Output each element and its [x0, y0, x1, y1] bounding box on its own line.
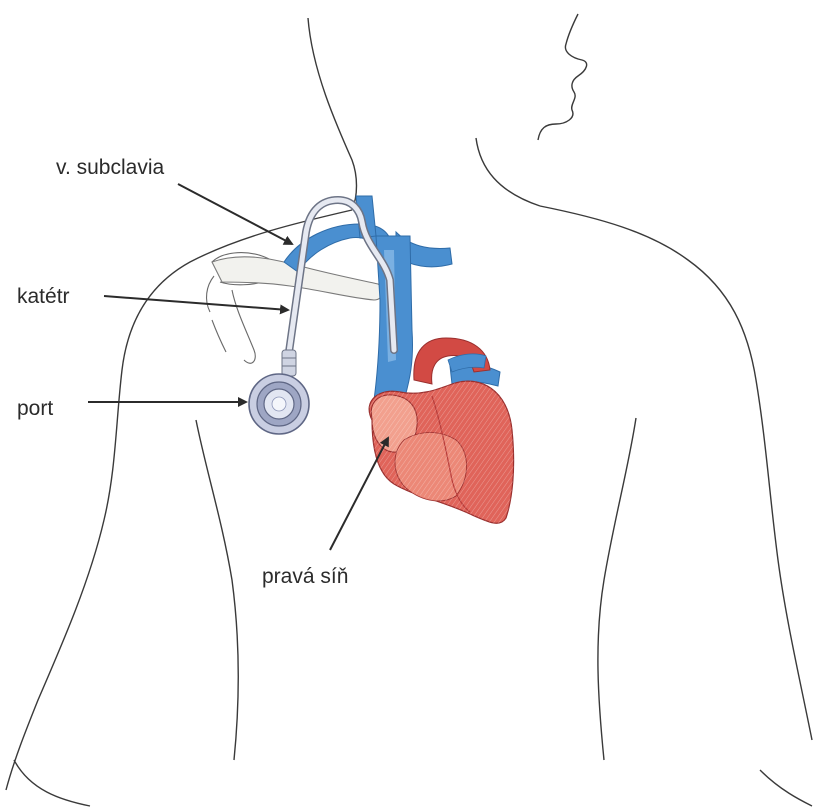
neck-left — [308, 18, 357, 210]
arrow-katetr — [104, 296, 288, 310]
neck-right — [476, 138, 540, 206]
arm-right-tail — [760, 770, 812, 806]
arm-right-inner — [598, 418, 636, 760]
port-device — [249, 374, 309, 434]
label-catheter: katétr — [17, 286, 70, 307]
label-subclavian-vein: v. subclavia — [56, 157, 164, 178]
arm-left-tail — [14, 760, 90, 806]
label-port: port — [17, 398, 53, 419]
face-profile — [538, 14, 587, 140]
arm-left-inner — [196, 420, 238, 760]
shoulder-right — [540, 206, 812, 740]
arrow-prava-sin — [330, 438, 388, 550]
label-right-atrium: pravá síň — [262, 566, 348, 587]
arrow-subclavia — [178, 184, 292, 244]
heart-hatch — [369, 381, 513, 523]
catheter-connector — [282, 350, 296, 376]
